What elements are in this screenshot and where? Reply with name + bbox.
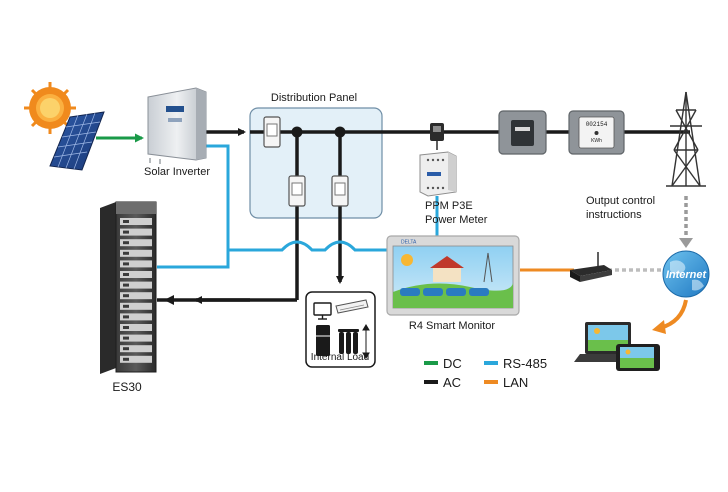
rack-unit [120,218,152,225]
tablet-icon [616,344,660,371]
smart-monitor-label: R4 Smart Monitor [408,320,496,332]
rack-unit-led [123,304,129,308]
ac-arrow-left [164,295,174,305]
inverter-icon [147,87,207,164]
rack-unit [120,281,152,289]
monitor-brand: DELTA [401,240,417,246]
ppm-label-line1: PPM P3E [425,200,473,212]
rack-unit-led [123,251,129,255]
height-arrow-icon [362,324,370,359]
rack-unit [120,260,152,268]
rack-unit-led [123,357,129,361]
ppm-label: PPM P3E Power Meter [425,199,487,227]
refrigerator-icon [316,325,330,356]
distribution-panel-box [249,107,383,219]
legend-dc-label: DC [443,356,462,371]
monitor-icon: DELTA [386,235,520,316]
transmission-tower-icon [666,91,706,187]
distribution-panel-label: Distribution Panel [270,92,358,104]
control-arrow-head [679,238,693,248]
output-control-line2: instructions [586,209,642,221]
sun-icon [24,82,76,134]
rack-unit [120,292,152,300]
output-control-line1: Output control [586,195,656,207]
internal-load-label: Internal Load [310,352,370,363]
rack-unit-led [123,294,129,298]
rack-unit-led [123,262,129,266]
rack-unit-led [123,220,129,223]
legend-lan-label: LAN [503,375,529,390]
rack-unit [120,324,152,331]
meter-reading: 002154 [586,121,608,128]
rack-unit [120,228,152,236]
legend-rs485-label: RS-485 [503,356,548,371]
router-icon [570,252,612,282]
rack-unit-led [123,326,129,329]
rack-unit [120,302,152,310]
breaker-icon [263,116,281,148]
rack-unit-led [123,283,129,287]
rack-unit-led [123,273,129,276]
breaker-left [288,175,306,207]
globe-icon: Internet [662,250,710,298]
ppm-label-line2: Power Meter [425,214,488,226]
solar-panel-icon [49,111,105,171]
ac-junction-1 [291,126,303,138]
rack-unit-led [123,241,129,245]
lan-arrow-head [652,320,666,334]
legend-ac-label: AC [443,375,462,390]
tv-icon [313,302,332,320]
output-control-label: Output control instructions [586,194,655,222]
rack-unit-led [123,315,129,319]
grid-switch-icon [498,110,547,155]
rack-unit [120,355,152,363]
ct-clamp-icon [430,123,444,150]
kwh-meter-icon: 002154 KWh [568,110,625,155]
solar-inverter-label: Solar Inverter [143,166,211,178]
rack-unit [120,345,152,353]
rs485-wiring [157,144,439,269]
battery-rack-icon [100,201,157,374]
internet-label: Internet [666,269,708,281]
rack-unit-led [123,336,129,340]
rack-unit [120,313,152,321]
legend [424,361,498,384]
rack-unit-led [123,347,129,351]
ac-junction-2 [334,126,346,138]
air-conditioner-icon [335,299,369,314]
rack-unit [120,249,152,257]
meter-unit: KWh [591,138,602,144]
es30-label: ES30 [112,380,142,394]
rack-unit [120,334,152,342]
breaker-right [331,175,349,207]
heater-icon [338,329,359,354]
rack-unit [120,271,152,278]
power-meter-icon [419,151,457,197]
rack-unit-led [123,230,129,234]
rack-unit [120,239,152,247]
